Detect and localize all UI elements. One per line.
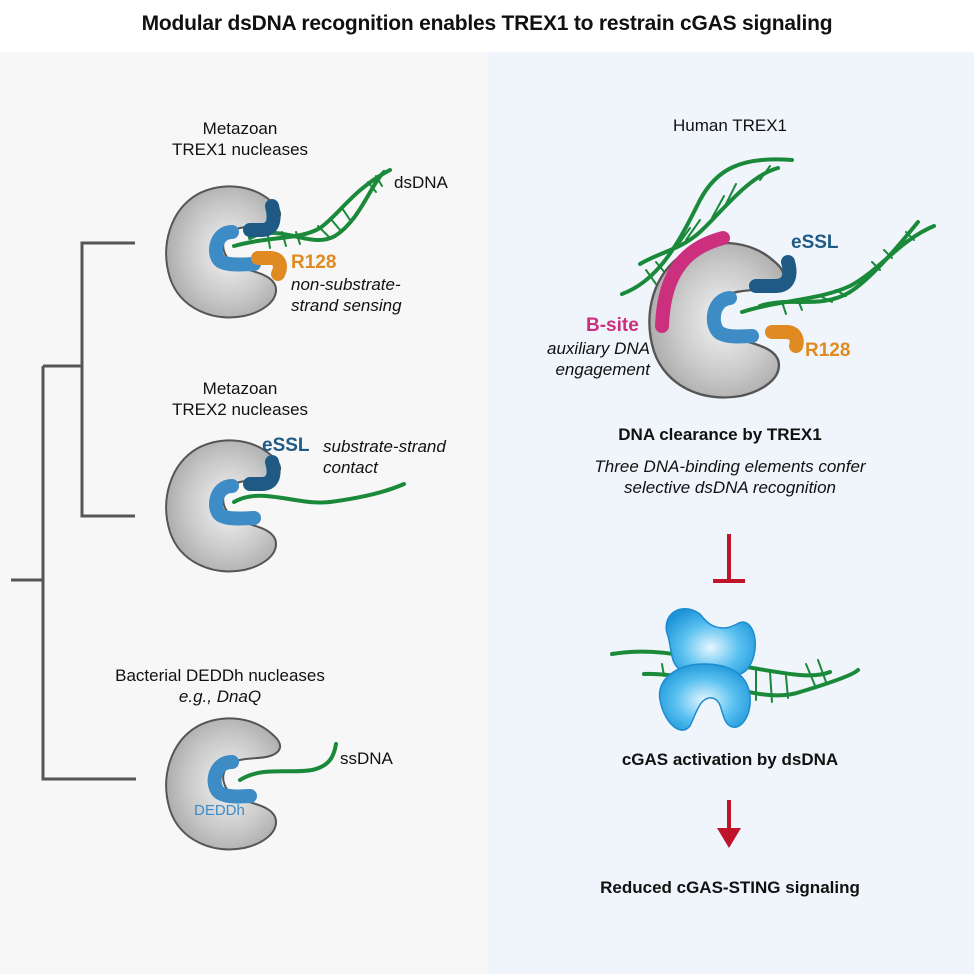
essl-loop-navy bbox=[749, 255, 797, 293]
essl-description: substrate-strand contact bbox=[323, 436, 446, 478]
trex1-heading-line1: Metazoan bbox=[202, 119, 278, 138]
dsdna-helix-icon bbox=[740, 220, 936, 315]
tree-branch-trex1-trex2 bbox=[80, 241, 135, 518]
human-trex1-diagram bbox=[620, 157, 936, 399]
bacterial-subheading: e.g., DnaQ bbox=[178, 687, 262, 706]
dedhh-active-site-label: DEDDh bbox=[194, 802, 245, 819]
human-essl-label: eSSL bbox=[791, 232, 839, 253]
trex2-heading-line1: Metazoan bbox=[202, 379, 278, 398]
essl-desc-line2: contact bbox=[323, 458, 378, 477]
r128-desc-line1: non-substrate- bbox=[291, 275, 401, 294]
ssdna-strand-icon bbox=[238, 742, 338, 782]
cgas-activation-title: cGAS activation by dsDNA bbox=[621, 750, 839, 769]
cgas-lower-lobe bbox=[658, 663, 751, 731]
human-trex1-heading: Human TREX1 bbox=[672, 116, 787, 135]
bsite-arc-magenta bbox=[655, 231, 730, 333]
trex1-heading-line2: TREX1 nucleases bbox=[171, 140, 309, 159]
bacterial-heading: Bacterial DEDDh nucleases bbox=[115, 666, 325, 685]
essl-loop-navy bbox=[243, 455, 281, 491]
r128-loop-orange bbox=[251, 251, 287, 281]
clearance-desc-line2: selective dsDNA recognition bbox=[624, 478, 836, 497]
active-site-blue bbox=[706, 291, 759, 344]
r128-loop-orange bbox=[765, 325, 804, 353]
cgas-dsdna-complex bbox=[610, 608, 860, 731]
figure-title: Modular dsDNA recognition enables TREX1 … bbox=[141, 12, 833, 35]
outcome-label: Reduced cGAS-STING signaling bbox=[600, 878, 860, 897]
bsite-description: auxiliary DNA engagement bbox=[530, 338, 650, 380]
trex2-heading-line2: TREX2 nucleases bbox=[171, 400, 309, 419]
active-site-blue bbox=[209, 225, 261, 272]
essl-label: eSSL bbox=[262, 435, 310, 456]
r128-description: non-substrate- strand sensing bbox=[291, 274, 402, 316]
trex1-heading: Metazoan TREX1 nucleases bbox=[140, 118, 340, 160]
clearance-desc-line1: Three DNA-binding elements confer bbox=[594, 457, 866, 476]
tree-branch-bacterial bbox=[41, 366, 136, 781]
inhibition-tbar-icon bbox=[713, 534, 745, 583]
trex2-heading: Metazoan TREX2 nucleases bbox=[140, 378, 340, 420]
dnaq-protein-body bbox=[165, 717, 282, 851]
trex1-nuclease-diagram bbox=[165, 168, 392, 319]
r128-desc-line2: strand sensing bbox=[291, 296, 402, 315]
trex2-protein-body bbox=[165, 439, 282, 573]
dsdna-helix-icon bbox=[232, 168, 392, 249]
down-arrow-icon bbox=[717, 800, 741, 848]
ssdna-strand-icon bbox=[232, 482, 406, 505]
dnaq-nuclease-diagram bbox=[165, 717, 338, 851]
clearance-title: DNA clearance by TREX1 bbox=[618, 425, 822, 444]
bsite-label: B-site bbox=[586, 315, 639, 336]
active-site-blue bbox=[207, 755, 257, 804]
bsite-desc-line1: auxiliary DNA bbox=[547, 339, 650, 358]
r128-label: R128 bbox=[291, 252, 337, 273]
human-r128-label: R128 bbox=[805, 340, 851, 361]
phylogenetic-tree bbox=[11, 241, 136, 781]
bsite-desc-line2: engagement bbox=[555, 360, 650, 379]
trex2-nuclease-diagram bbox=[165, 439, 406, 573]
essl-loop-navy bbox=[243, 199, 281, 237]
active-site-blue bbox=[209, 479, 261, 526]
clearance-description: Three DNA-binding elements confer select… bbox=[540, 456, 920, 498]
ssdna-label: ssDNA bbox=[340, 749, 393, 768]
dsdna-label: dsDNA bbox=[394, 173, 448, 192]
essl-desc-line1: substrate-strand bbox=[323, 437, 446, 456]
